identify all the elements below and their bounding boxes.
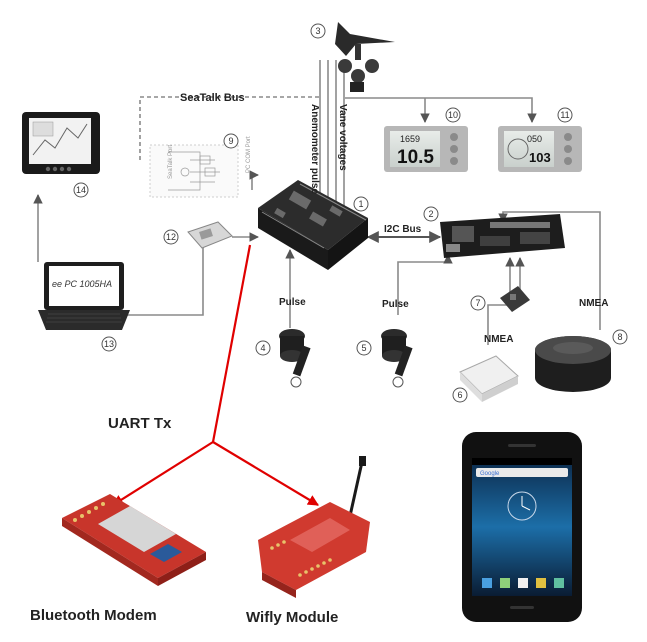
bluetooth-modem-board [62,494,206,586]
svg-text:4: 4 [260,343,265,353]
svg-text:SeaTalk Port: SeaTalk Port [168,145,174,179]
nmea-sensor-puck [535,336,611,392]
svg-text:2: 2 [428,209,433,219]
badge-9: 9 [223,133,239,149]
gps-receiver [459,355,519,402]
anemometer-pulse-label: Anemometer pulse [309,104,320,194]
display-11-main: 103 [529,150,551,165]
badge-8: 8 [612,329,628,345]
wifly-module-board [258,456,370,598]
seatalk-interface-schematic: SeaTalk Port PC COM Port [149,136,252,198]
badge-1: 1 [353,196,369,212]
badge-10: 10 [445,107,461,123]
badge-2: 2 [423,206,439,222]
badge-4: 4 [255,340,271,356]
nmea-label-gps: NMEA [484,334,513,345]
svg-text:14: 14 [76,185,86,195]
wind-direction-display: 050 103 [498,126,582,172]
wiring [33,60,601,345]
chart-plotter-display [22,112,100,174]
uart-to-wifly [212,441,319,506]
paddle-sensor-left [279,329,311,388]
svg-text:1: 1 [358,199,363,209]
badge-12: 12 [163,229,179,245]
main-controller-board [258,180,368,270]
seatalk-bus-label: SeaTalk Bus [180,92,245,104]
svg-text:12: 12 [166,232,176,242]
wind-speed-display: 1659 10.5 [384,126,468,172]
badge-11: 11 [557,107,573,123]
uart-tx-label: UART Tx [108,415,172,432]
badge-5: 5 [356,340,372,356]
display-bus-wire [345,97,537,123]
i2c-board [440,214,565,258]
svg-text:6: 6 [457,390,462,400]
display-11-top: 050 [527,134,542,144]
text-labels: SeaTalk Bus Anemometer pulse Vane voltag… [30,92,608,626]
svg-text:9: 9 [228,136,233,146]
display-10-top: 1659 [400,134,420,144]
badge-7: 7 [470,295,486,311]
svg-text:13: 13 [104,339,114,349]
badge-14: 14 [73,182,89,198]
svg-text:11: 11 [560,110,569,120]
display-10-main: 10.5 [397,147,434,168]
badge-3: 3 [310,23,326,39]
phone-search-bar: Google [480,471,500,477]
laptop-brand: ee PC 1005HA [52,279,112,289]
badge-13: 13 [101,336,117,352]
wind-sensor [335,22,395,92]
seatalk-bus-line [139,96,320,160]
laptop: ee PC 1005HA [38,262,130,330]
i2c-bus-label: I2C Bus [384,224,422,235]
badge-6: 6 [452,387,468,403]
nmea-label-sensor: NMEA [579,298,608,309]
svg-text:7: 7 [475,298,480,308]
uart-trunk [211,244,252,443]
uart-lines [112,244,319,506]
number-badges: 1 2 3 4 5 6 7 8 9 10 11 12 13 14 [73,23,628,403]
svg-text:10: 10 [448,110,458,120]
svg-text:8: 8 [617,332,622,342]
svg-text:5: 5 [361,343,366,353]
pulse-label-right: Pulse [382,299,409,310]
pulse-label-left: Pulse [279,297,306,308]
svg-text:PC COM Port: PC COM Port [246,136,252,173]
vane-voltages-label: Vane voltages [337,104,348,171]
svg-text:3: 3 [315,26,320,36]
usb-serial-adapter [187,221,233,249]
compass-sensor-board [500,286,530,312]
wifly-module-label: Wifly Module [246,609,338,626]
bluetooth-modem-label: Bluetooth Modem [30,607,157,624]
uart-to-bluetooth [112,441,214,506]
paddle-sensor-right [381,329,413,388]
smartphone: Google [462,432,582,622]
